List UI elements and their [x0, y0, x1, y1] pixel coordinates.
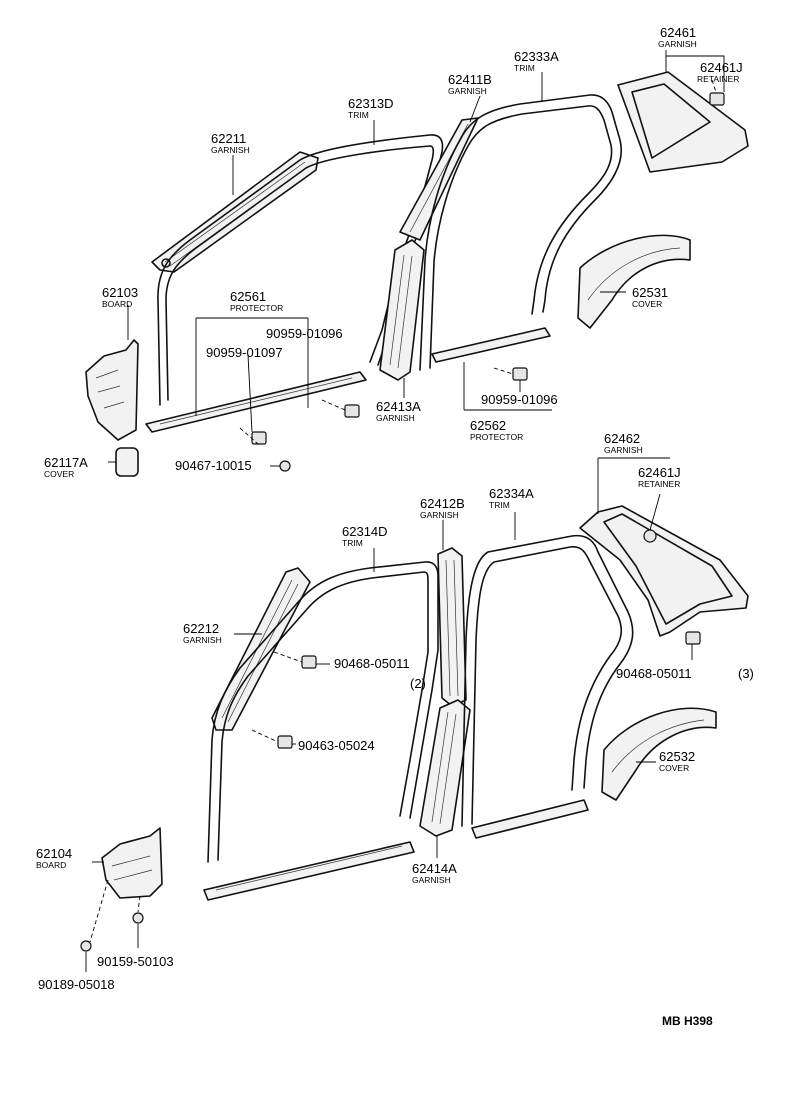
label-62313D-number: 62313D	[348, 96, 394, 111]
clip-90959-01097	[251, 431, 267, 445]
label-90959-01096-rear: 90959-01096	[481, 392, 558, 407]
rear-door-opening-trim-62333A	[419, 94, 622, 371]
label-62313D-name: TRIM	[348, 110, 369, 120]
front-door-opening-trim-62313D	[157, 134, 444, 406]
front-pillar-garnish-62212	[211, 567, 311, 731]
label-62561-number: 62561	[230, 289, 266, 304]
label-62532-number: 62532	[659, 749, 695, 764]
quarter-window-garnish-62462	[579, 505, 749, 637]
clip-90468-05011-front	[301, 655, 317, 669]
label-62333A-name: TRIM	[514, 63, 535, 73]
label-62413A-name: GARNISH	[376, 413, 415, 423]
label-62531-name: COVER	[632, 299, 662, 309]
label-62532-name: COVER	[659, 763, 689, 773]
label-62462-number: 62462	[604, 431, 640, 446]
label-90959-01097: 90959-01097	[206, 345, 283, 360]
label-90468-05011-front-qty: (2)	[410, 676, 426, 691]
clip-90468-05011-rear	[685, 631, 701, 645]
label-62334A-number: 62334A	[489, 486, 534, 501]
label-62413A-number: 62413A	[376, 399, 421, 414]
clip-90959-01096-rear	[512, 367, 528, 381]
part-labels: 62211 GARNISH 62313D TRIM 62411B GARNISH…	[36, 25, 754, 1028]
label-62461J-name: RETAINER	[697, 74, 739, 84]
clip-90159-50103	[132, 912, 144, 924]
cowl-side-board-62104	[101, 827, 163, 899]
label-62117A-name: COVER	[44, 469, 74, 479]
label-62411B-number: 62411B	[448, 72, 492, 87]
label-62412B-number: 62412B	[420, 496, 465, 511]
screw-90467-10015	[279, 460, 291, 472]
quarter-window-garnish-62461	[617, 71, 749, 173]
wheel-house-cover-62531	[577, 234, 691, 329]
label-62531-number: 62531	[632, 285, 668, 300]
label-62314D-number: 62314D	[342, 524, 388, 539]
diagram-code: MB H398	[662, 1014, 713, 1028]
label-62461J-lower-name: RETAINER	[638, 479, 680, 489]
label-62117A-number: 62117A	[44, 455, 88, 470]
label-62103-name: BOARD	[102, 299, 132, 309]
label-62414A-number: 62414A	[412, 861, 457, 876]
front-door-opening-trim-62314D	[207, 561, 439, 863]
label-90159-50103: 90159-50103	[97, 954, 174, 969]
label-62462-name: GARNISH	[604, 445, 643, 455]
label-90959-01096-front: 90959-01096	[266, 326, 343, 341]
label-62334A-name: TRIM	[489, 500, 510, 510]
label-62103-number: 62103	[102, 285, 138, 300]
front-scuff-plate-lower	[203, 841, 415, 901]
label-90468-05011-rear-qty: (3)	[738, 666, 754, 681]
rear-door-opening-trim-62334A	[461, 534, 634, 827]
label-62212-name: GARNISH	[183, 635, 222, 645]
label-62412B-name: GARNISH	[420, 510, 459, 520]
cowl-side-board-62103	[85, 339, 139, 441]
rear-scuff-protector-62562	[431, 327, 551, 363]
front-scuff-protector-62561	[145, 371, 367, 433]
retainer-clip-62461J-lower	[643, 529, 657, 543]
label-62414A-name: GARNISH	[412, 875, 451, 885]
rear-scuff-plate-lower	[471, 799, 589, 839]
label-62461-name: GARNISH	[658, 39, 697, 49]
retainer-clip-62461J	[709, 92, 725, 106]
leader-lines	[85, 50, 725, 972]
center-pillar-lower-garnish-62413A	[379, 239, 425, 381]
front-pillar-garnish-62211	[151, 151, 319, 273]
label-62411B-name: GARNISH	[448, 86, 487, 96]
clip-90959-01096-front	[344, 404, 360, 418]
label-62212-number: 62212	[183, 621, 219, 636]
clip-90463-05024	[277, 735, 293, 749]
label-62333A-number: 62333A	[514, 49, 559, 64]
label-62104-name: BOARD	[36, 860, 66, 870]
label-62314D-name: TRIM	[342, 538, 363, 548]
wheel-house-cover-62532	[601, 707, 717, 801]
label-62562-name: PROTECTOR	[470, 432, 523, 442]
label-62104-number: 62104	[36, 846, 72, 861]
label-62562-number: 62562	[470, 418, 506, 433]
label-90463-05024: 90463-05024	[298, 738, 375, 753]
label-62561-name: PROTECTOR	[230, 303, 283, 313]
label-62461J-lower-number: 62461J	[638, 465, 681, 480]
label-62461J-number: 62461J	[700, 60, 743, 75]
cover-62117A	[115, 447, 139, 477]
label-62211-number: 62211	[211, 131, 246, 146]
label-62211-name: GARNISH	[211, 145, 250, 155]
label-90468-05011-rear: 90468-05011	[616, 666, 692, 681]
clip-90189-05018	[80, 940, 92, 952]
label-90468-05011-front: 90468-05011	[334, 656, 410, 671]
label-90189-05018: 90189-05018	[38, 977, 115, 992]
center-pillar-lower-garnish-62414A	[419, 699, 471, 837]
center-pillar-garnish-62412B	[437, 547, 467, 707]
label-90467-10015: 90467-10015	[175, 458, 252, 473]
dashed-leaders	[89, 79, 717, 943]
label-62461-number: 62461	[660, 25, 696, 40]
